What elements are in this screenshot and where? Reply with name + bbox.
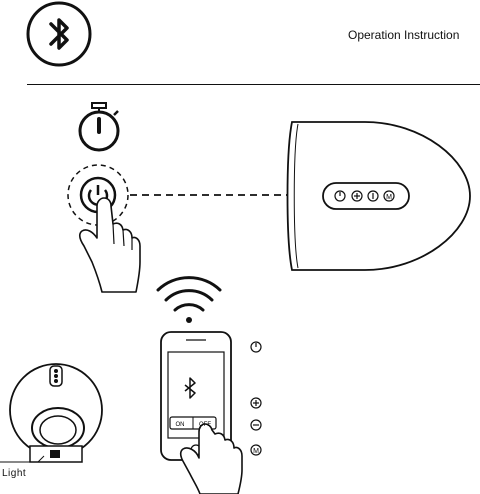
hand-pointer-icon	[80, 198, 140, 292]
speaker-control-panel: M	[323, 183, 409, 209]
toggle-off-label: OFF	[199, 422, 211, 428]
legend-plus-icon	[251, 398, 261, 408]
speaker-front-device	[0, 364, 102, 462]
legend-power-icon	[251, 342, 261, 352]
wireless-signal-icon	[158, 278, 220, 323]
toggle-on-label: ON	[176, 422, 185, 428]
legend-mode-icon: M	[251, 445, 261, 455]
bluetooth-logo-icon	[28, 3, 90, 65]
stopwatch-icon	[80, 103, 118, 150]
light-label: Light	[2, 468, 26, 479]
svg-text:M: M	[253, 448, 259, 455]
svg-text:M: M	[386, 194, 392, 201]
legend-minus-icon	[251, 420, 261, 430]
